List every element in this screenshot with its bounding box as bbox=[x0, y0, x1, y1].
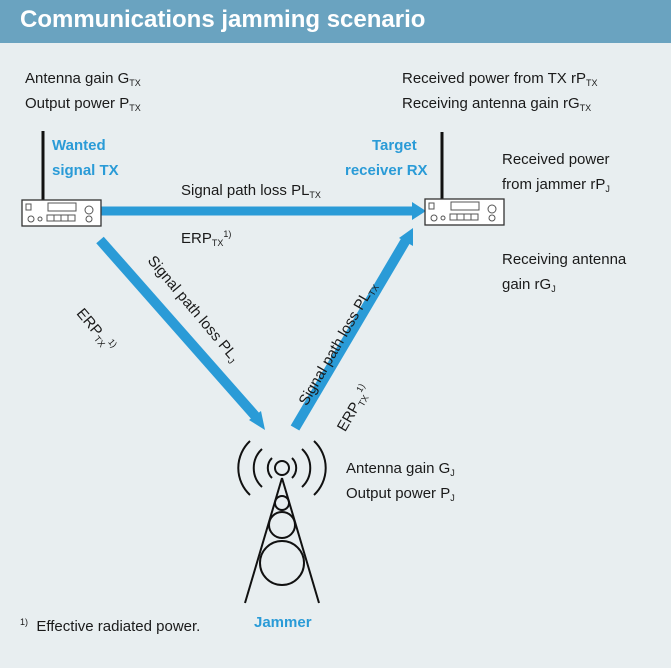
tx-rx-path-loss-label: Signal path loss PLTX bbox=[181, 182, 321, 200]
beam-tx-rx-arrowhead bbox=[412, 202, 426, 220]
beam-jammer-rx-arrowhead bbox=[399, 228, 413, 246]
tx-output-power-label: Output power PTX bbox=[25, 95, 141, 113]
jammer-output-power-label: Output power PJ bbox=[346, 485, 455, 503]
rx-received-power-jammer-line2: from jammer rPJ bbox=[502, 176, 610, 194]
title-bar: Communications jamming scenario bbox=[0, 0, 671, 43]
rx-receiving-gain-j-line1: Receiving antenna bbox=[502, 251, 627, 268]
jammer-name-label: Jammer bbox=[254, 614, 312, 631]
jammer-tower-icon bbox=[237, 440, 327, 604]
rx-receiving-gain-j-line2: gain rGJ bbox=[502, 276, 556, 294]
beam-jammer-rx bbox=[290, 237, 411, 431]
rx-name-line2: receiver RX bbox=[345, 162, 428, 179]
tx-name-line2: signal TX bbox=[52, 162, 119, 179]
beam-tx-jammer bbox=[96, 236, 261, 422]
rx-received-power-jammer-line1: Received power bbox=[502, 151, 610, 168]
rx-receiving-gain-tx-label: Receiving antenna gain rGTX bbox=[402, 95, 592, 113]
tx-name-line1: Wanted bbox=[52, 137, 106, 154]
jammer-antenna-gain-label: Antenna gain GJ bbox=[346, 460, 455, 478]
diagram-title: Communications jamming scenario bbox=[20, 6, 426, 33]
footnote: 1) Effective radiated power. bbox=[20, 617, 201, 635]
beam-tx-jammer-arrowhead bbox=[249, 411, 265, 430]
rx-received-power-tx-label: Received power from TX rPTX bbox=[402, 70, 598, 88]
tx-rx-erp-label: ERPTX1) bbox=[181, 229, 232, 248]
tx-antenna-gain-label: Antenna gain GTX bbox=[25, 70, 141, 88]
rx-name-line1: Target bbox=[372, 137, 417, 154]
tx-radio-icon bbox=[21, 131, 102, 227]
rx-radio-icon bbox=[424, 132, 505, 226]
